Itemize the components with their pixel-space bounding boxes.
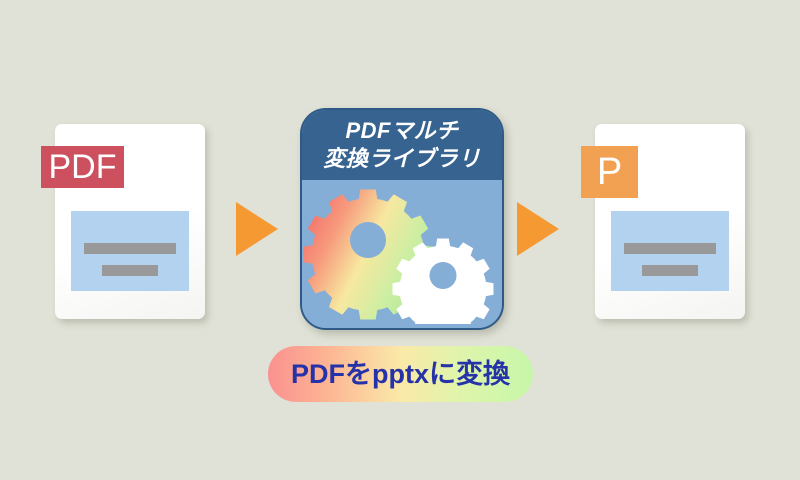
pptx-target-document — [595, 124, 745, 319]
document-text-bar — [84, 243, 176, 254]
document-text-bar — [642, 265, 698, 276]
gears-illustration — [303, 189, 494, 324]
card-body — [302, 180, 502, 328]
caption-label: PDFをpptxに変換 — [291, 358, 510, 389]
arrow-right-icon — [236, 202, 278, 256]
pptx-format-badge: P — [581, 146, 638, 198]
document-text-bar — [624, 243, 716, 254]
pdf-source-document — [55, 124, 205, 319]
card-header: PDFマルチ 変換ライブラリ — [302, 110, 502, 180]
document-text-bar — [102, 265, 158, 276]
card-title-line-2: 変換ライブラリ — [323, 146, 481, 171]
document-content-block — [611, 211, 729, 291]
card-title-line-1: PDFマルチ — [345, 118, 459, 143]
document-content-block — [71, 211, 189, 291]
pdf-format-badge: PDF — [41, 146, 124, 188]
converter-library-card: PDFマルチ 変換ライブラリ — [300, 108, 504, 330]
gear-icon-small — [392, 238, 494, 324]
arrow-right-icon — [517, 202, 559, 256]
caption-pill: PDFをpptxに変換 — [268, 346, 533, 402]
